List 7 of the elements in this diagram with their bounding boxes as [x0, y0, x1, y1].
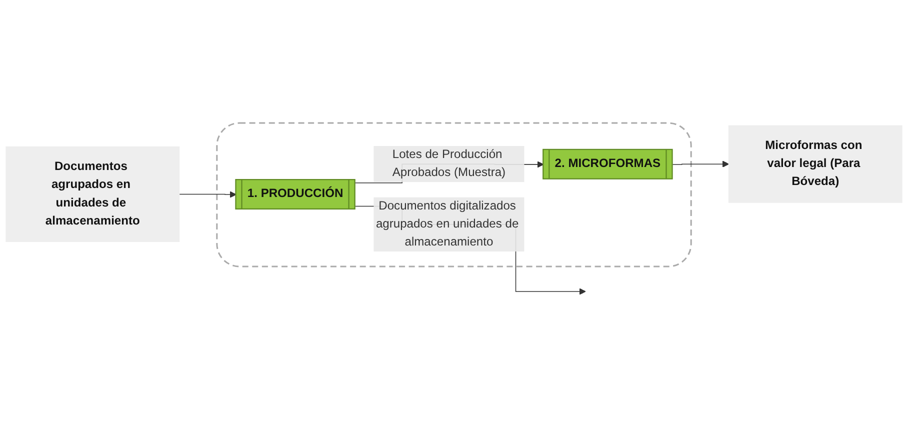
arrow — [178, 190, 236, 198]
cluster — [216, 122, 692, 267]
node-box: Documentos agrupados en unidades de almacenamiento — [6, 146, 180, 242]
arrow — [672, 160, 730, 168]
edge-label: Documentos digitalizados agrupados en unidades de almacenamiento — [376, 199, 519, 248]
node-box: Microformas con valor legal (Para Bóveda) — [728, 125, 902, 203]
edge-label: Lotes de Producción Aprobados (Muestra) — [392, 148, 506, 179]
